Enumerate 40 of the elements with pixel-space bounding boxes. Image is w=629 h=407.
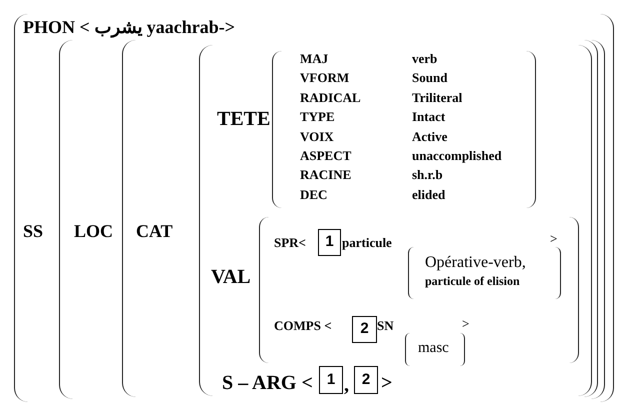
feature-value: Active [412, 130, 448, 144]
feature-value: masc [418, 340, 449, 356]
feature-value: Triliteral [412, 90, 462, 106]
feature-value: sh.r.b [412, 168, 443, 183]
feature-label: COMPS < [274, 319, 332, 334]
tag-box: 2 [352, 316, 377, 343]
feature-label: TYPE [300, 110, 335, 124]
feature-label: SPR< [274, 236, 306, 250]
bracket-text: > [381, 372, 392, 394]
feature-label: MAJ [300, 52, 328, 66]
feature-value: elided [412, 188, 446, 202]
feature-value: Sound [412, 71, 448, 86]
feature-label: VOIX [300, 130, 334, 144]
feature-value: verb [412, 52, 438, 66]
tag-box: 1 [318, 229, 341, 256]
feature-label: PHON < يشرب yaachrab-> [23, 18, 236, 38]
feature-label: DEC [300, 188, 328, 202]
feature-label: SS [23, 222, 44, 242]
feature-label: ASPECT [300, 149, 352, 164]
feature-label: LOC [74, 222, 114, 242]
feature-label: VAL [211, 266, 251, 288]
feature-value: particule of elision [425, 275, 520, 288]
tag-box: 2 [354, 366, 378, 394]
feature-value: Opérative-verb, [425, 254, 526, 272]
feature-value: Intact [412, 110, 446, 124]
feature-label: CAT [136, 222, 173, 242]
feature-label: VFORM [300, 71, 350, 86]
separator-text: , [344, 374, 349, 396]
feature-label: RADICAL [300, 90, 361, 106]
feature-value: SN [377, 319, 394, 334]
bracketed-matrix [408, 247, 561, 299]
bracket-text: > [550, 232, 558, 246]
bracket-text: > [462, 317, 470, 332]
feature-label: RACINE [300, 168, 352, 183]
feature-label: S – ARG < [222, 372, 313, 394]
feature-value: unaccomplished [412, 149, 502, 164]
feature-label: TETE [217, 108, 270, 130]
bracketed-matrix [405, 333, 465, 366]
tag-box: 1 [319, 366, 343, 394]
feature-value: particule [342, 236, 392, 250]
